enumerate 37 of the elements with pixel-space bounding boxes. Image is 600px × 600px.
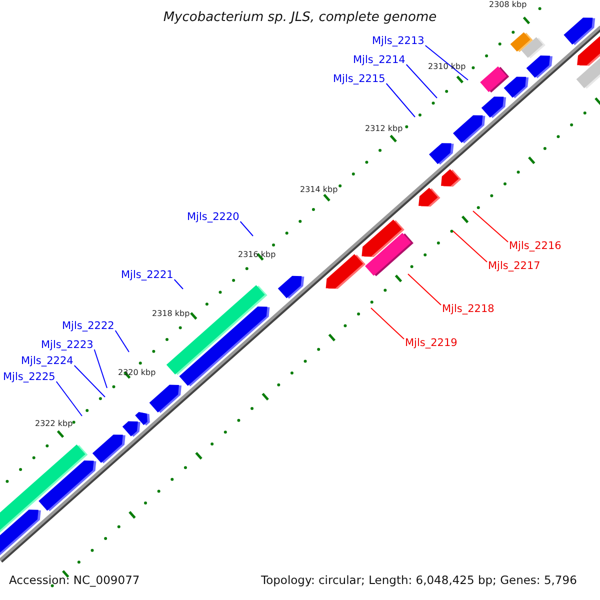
leader-line (94, 349, 108, 388)
gene-label: Mjls_2215 (333, 74, 386, 84)
tick-label: 2310 kbp (428, 63, 466, 71)
tick-label: 2322 kbp (35, 420, 73, 428)
tick-label: 2316 kbp (238, 251, 276, 259)
tick-label: 2314 kbp (300, 186, 338, 194)
leader-line (408, 274, 442, 306)
leader-line (424, 45, 468, 80)
leader-line (174, 279, 184, 290)
leader-line (114, 330, 130, 352)
leader-line (472, 210, 508, 242)
accession-text: Accession: NC_009077 (9, 575, 140, 586)
tick-label: 2308 kbp (489, 1, 527, 9)
tick-label: 2318 kbp (152, 310, 190, 318)
gene-label: Mjls_2216 (509, 241, 562, 252)
gene-label: Mjls_2213 (372, 36, 424, 46)
gene-label: Mjls_2220 (187, 212, 240, 222)
gene-label: Mjls_2217 (488, 261, 540, 272)
leader-line (370, 308, 404, 340)
tick-label: 2312 kbp (365, 125, 403, 133)
gene-label: Mjls_2221 (121, 270, 174, 280)
leader-line (452, 230, 488, 262)
gene-label: Mjls_2218 (442, 304, 494, 314)
leader-line (74, 365, 106, 398)
leader-line (56, 381, 82, 416)
gene-label: Mjls_2223 (41, 340, 94, 350)
leader-line (406, 64, 438, 98)
map-title: Mycobacterium sp. JLS, complete genome (162, 11, 438, 24)
gene-label: Mjls_2225 (3, 372, 56, 382)
genome-stats-text: Topology: circular; Length: 6,048,425 bp; Genes: 5,796 (261, 575, 577, 586)
tick-label: 2320 kbp (118, 369, 156, 377)
gene-label: Mjls_2222 (62, 321, 114, 332)
gene-label: Mjls_2219 (405, 338, 458, 348)
gene-label: Mjls_2214 (353, 55, 406, 66)
leader-line (386, 83, 416, 118)
gene-label: Mjls_2224 (21, 356, 74, 366)
leader-line (240, 221, 254, 236)
